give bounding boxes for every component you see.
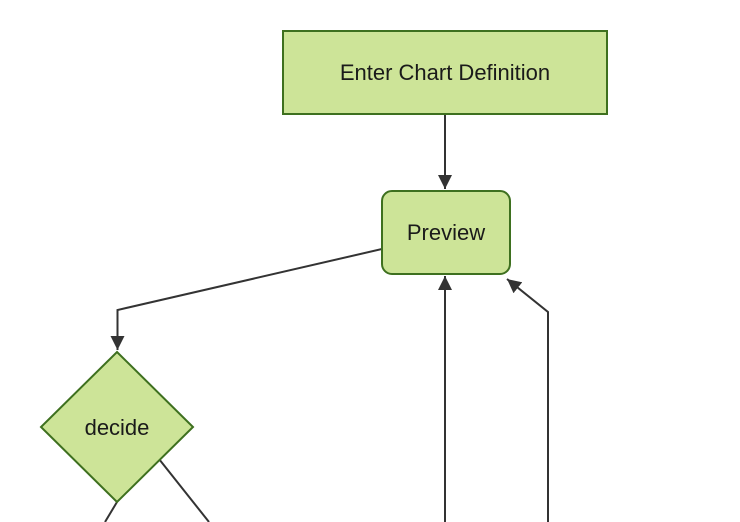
node-enter-chart-definition-label: Enter Chart Definition	[340, 60, 550, 85]
node-decide: decide	[39, 350, 195, 504]
edge-decide-to-offscreen-bottom-right	[158, 458, 210, 522]
node-preview-shape	[381, 190, 511, 275]
edge-decide-to-offscreen-bottom	[104, 501, 118, 522]
edge-bottom-to-preview-corner	[506, 278, 549, 522]
edge-layer	[104, 114, 549, 522]
node-preview-label: Preview	[407, 220, 485, 245]
node-enter-chart-definition: Enter Chart Definition	[282, 30, 608, 115]
node-layer: Enter Chart Definition Preview decide	[39, 30, 608, 504]
node-decide-label: decide	[85, 415, 150, 440]
node-enter-chart-definition-shape	[282, 30, 608, 115]
node-preview: Preview	[381, 190, 511, 275]
edge-preview-to-decide	[110, 248, 383, 350]
node-decide-shape	[39, 350, 195, 504]
